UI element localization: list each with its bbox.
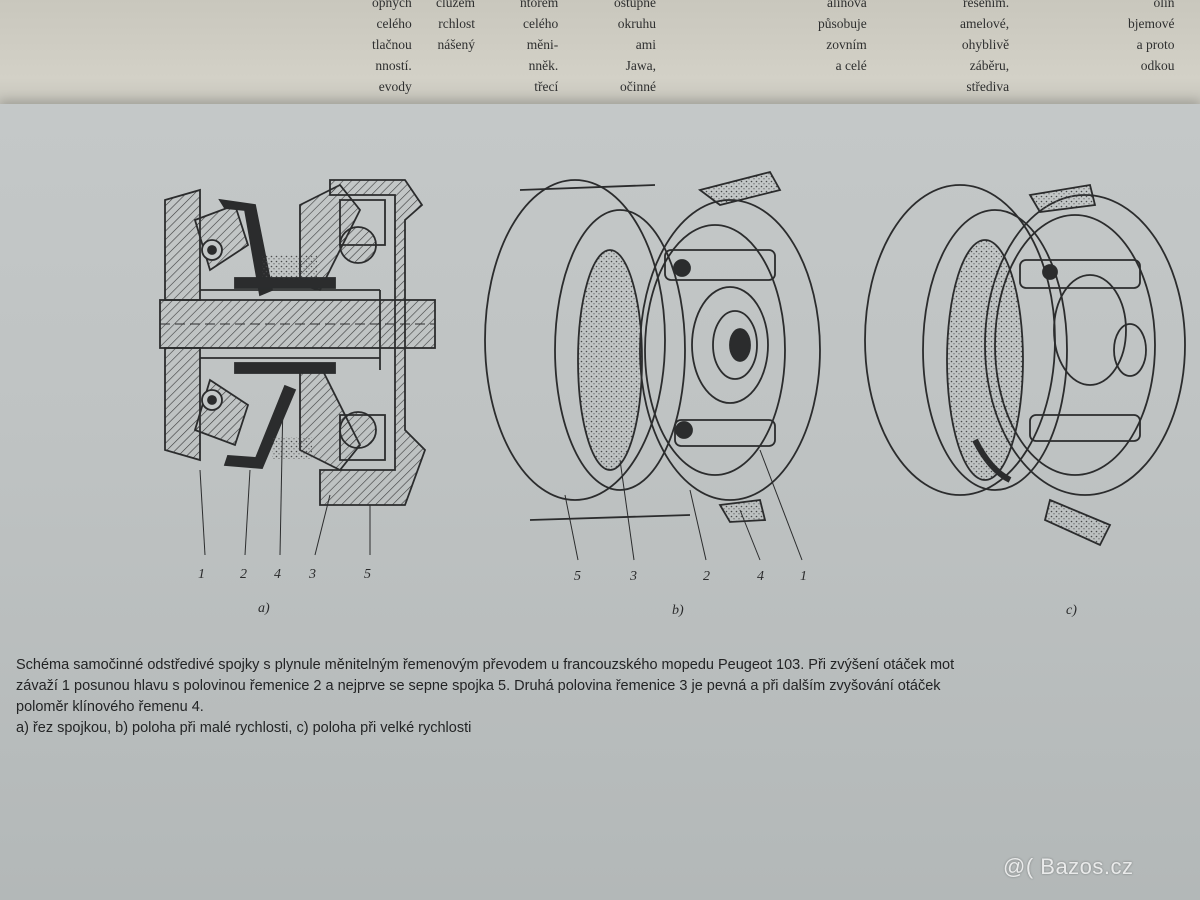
label-b-4: 4 [757, 569, 764, 584]
sublabel-c: c) [1066, 603, 1077, 618]
belt-top-b [697, 170, 782, 206]
label-b-3: 3 [629, 569, 637, 584]
prev-page-column-0: x x x [142, 0, 149, 63]
caption-line-4: a) řez spojkou, b) poloha při malé rychl… [16, 720, 472, 736]
belt-bottom-c [1043, 498, 1112, 547]
prev-page-column-4: ostupně okruhu ami Jawa, očinné [614, 0, 656, 94]
prev-page-column-6: řešením. amelové, ohyblivě záběru, střed… [960, 0, 1010, 94]
label-b-2: 2 [703, 569, 710, 584]
bazos-watermark: @( Bazos.cz [1003, 854, 1134, 879]
sublabel-b: b) [672, 603, 684, 618]
label-a-2: 2 [240, 567, 247, 582]
prev-page-column-5: alinová působuje zovním a celé [818, 0, 867, 73]
label-a-4: 4 [274, 567, 281, 582]
prev-page-column-3: ntorem celého měni- nněk. třecí [520, 0, 559, 94]
label-a-3: 3 [308, 567, 316, 582]
belt-top-c [1028, 183, 1097, 213]
caption-line-3: poloměr klínového řemenu 4. [16, 699, 204, 715]
label-b-5: 5 [574, 569, 581, 584]
cross-section-drawing [159, 179, 436, 556]
prev-page-column-1: cluzem rchlost nášený [436, 0, 475, 52]
high-speed-drawing [864, 183, 1186, 547]
figure-caption: Schéma samočinné odstředivé spojky s ply… [16, 655, 1200, 739]
prev-page-column-2: opných celého tlačnou nností. evody [372, 0, 412, 94]
label-b-1: 1 [800, 569, 807, 584]
label-a-5: 5 [364, 567, 371, 582]
centrifugal-weight-bottom [193, 378, 250, 447]
low-speed-drawing [484, 170, 821, 561]
prev-page-column-7: olin bjemové a proto odkou [1128, 0, 1175, 73]
caption-line-2: závaží 1 posunou hlavu s polovinou řemen… [16, 678, 941, 694]
centrifugal-weight-top [193, 203, 250, 272]
belt-bottom-b [718, 499, 767, 523]
clutch-drum [319, 179, 427, 506]
prev-page-column-left: x [258, 2, 265, 23]
label-a-1: 1 [198, 567, 205, 582]
caption-line-1: Schéma samočinné odstředivé spojky s ply… [16, 657, 955, 673]
clutch-figure: 1 2 4 3 5 [0, 150, 1200, 630]
clutch-drawings: 1 2 4 3 5 [159, 170, 1186, 618]
previous-page-strip: cluzem rchlost nášený opných celého tlač… [0, 0, 1200, 112]
clutch-drum-b [484, 179, 666, 501]
sublabel-a: a) [258, 601, 270, 616]
